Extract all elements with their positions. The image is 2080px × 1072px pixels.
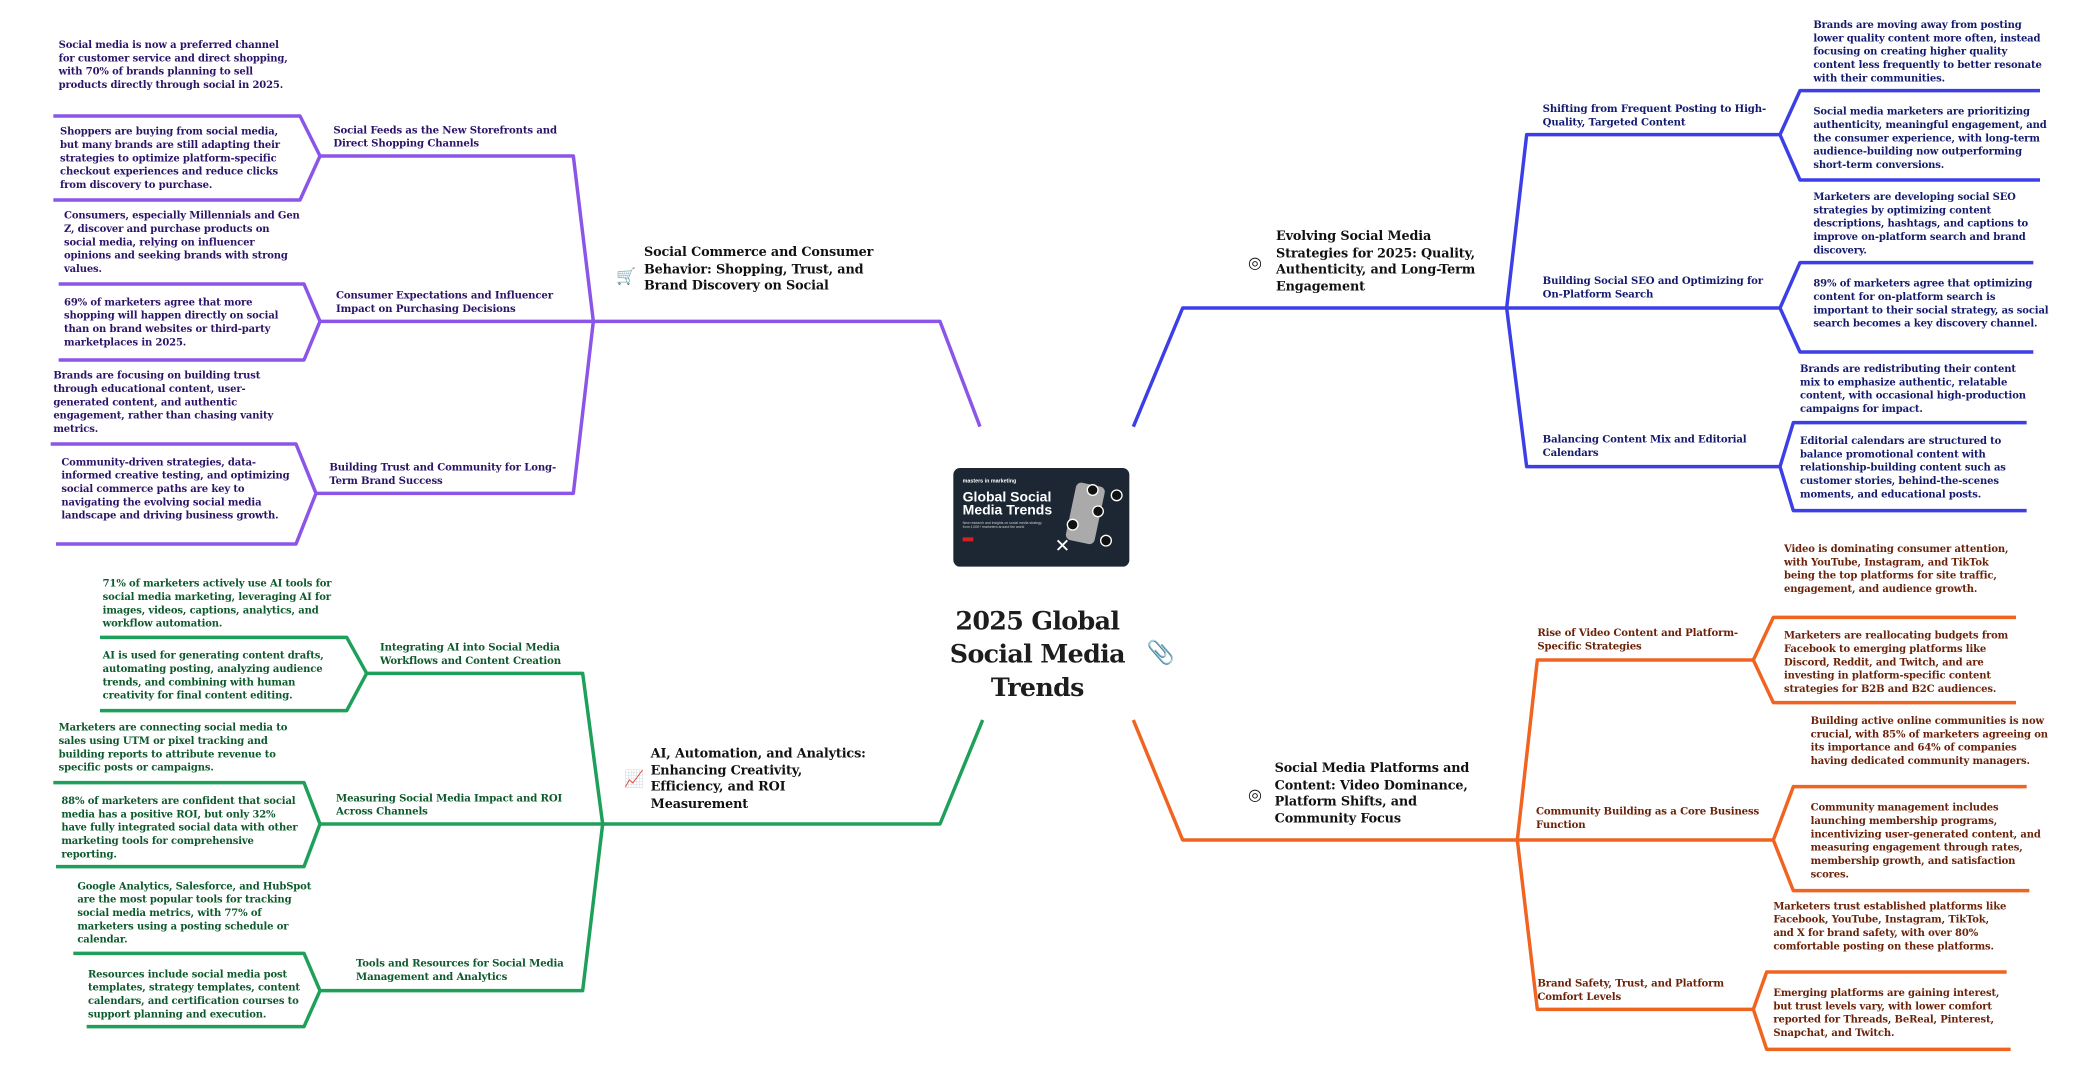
branch-lines-platforms <box>1131 615 2030 1052</box>
leaf-note[interactable]: Social media is now a preferred channel … <box>58 38 288 92</box>
chart-icon: 📈 <box>623 769 644 788</box>
leaf-note[interactable]: Video is dominating consumer attention, … <box>1783 542 2009 596</box>
cover-brand: masters in marketing <box>962 477 1017 484</box>
subtopic[interactable]: Building Trust and Community for Long-Te… <box>329 461 557 487</box>
subtopic[interactable]: Tools and Resources for Social Media Man… <box>355 957 564 983</box>
report-cover-image[interactable]: masters in marketing Global Social Media… <box>953 467 1130 567</box>
leaf-note[interactable]: Shoppers are buying from social media, b… <box>59 125 280 192</box>
main-topic-strategies[interactable]: Evolving Social Media Strategies for 202… <box>1275 229 1476 295</box>
leaf-note[interactable]: Consumers, especially Millennials and Ge… <box>63 209 300 276</box>
branch-lines-commerce <box>50 114 982 546</box>
leaf-note[interactable]: Community-driven strategies, data-inform… <box>61 455 290 522</box>
leaf-note[interactable]: Editorial calendars are structured to ba… <box>1799 434 2006 501</box>
leaf-note[interactable]: Building active online communities is no… <box>1810 714 2048 768</box>
central-topic-title[interactable]: 2025 Global Social Media Trends <box>949 606 1126 703</box>
branch-lines-ai <box>53 635 985 1029</box>
main-topic-commerce[interactable]: Social Commerce and Consumer Behavior: S… <box>643 245 874 294</box>
subtopic[interactable]: Consumer Expectations and Influencer Imp… <box>335 289 553 315</box>
leaf-note[interactable]: 89% of marketers agree that optimizing c… <box>1813 277 2049 330</box>
leaf-note[interactable]: Marketers are connecting social media to… <box>58 721 288 774</box>
subtopic[interactable]: Community Building as a Core Business Fu… <box>1535 805 1760 831</box>
paperclip-icon[interactable]: 📎 <box>1146 639 1175 667</box>
cover-subtitle: New research and insights on social medi… <box>962 521 1042 530</box>
leaf-note[interactable]: Marketers are reallocating budgets from … <box>1783 629 2009 696</box>
leaf-note[interactable]: Brands are focusing on building trust th… <box>53 369 274 436</box>
cover-tag <box>962 537 974 542</box>
cover-title: Global Social Media Trends <box>962 489 1053 519</box>
leaf-note[interactable]: Marketers are developing social SEO stra… <box>1813 190 2029 257</box>
leaf-note[interactable]: 69% of marketers agree that more shoppin… <box>63 295 279 349</box>
instagram-icon <box>1091 505 1104 518</box>
subtopic[interactable]: Social Feeds as the New Storefronts and … <box>333 123 557 150</box>
leaf-note[interactable]: Community management includes launching … <box>1810 801 2041 881</box>
pinterest-icon <box>1110 489 1123 502</box>
camera-icon <box>1099 534 1112 547</box>
branch-lines-strategies <box>1131 88 2040 513</box>
target-icon: ◎ <box>1247 253 1262 272</box>
tiktok-icon <box>1066 518 1079 531</box>
leaf-note[interactable]: Social media marketers are prioritizing … <box>1813 105 2047 172</box>
leaf-note[interactable]: Brands are redistributing their content … <box>1799 362 2026 416</box>
subtopic[interactable]: Rise of Video Content and Platform-Speci… <box>1537 626 1738 652</box>
leaf-note[interactable]: Google Analytics, Salesforce, and HubSpo… <box>77 879 312 946</box>
shopping-cart-icon: 🛒 <box>615 266 636 286</box>
main-topic-ai[interactable]: AI, Automation, and Analytics: Enhancing… <box>650 746 866 812</box>
subtopic[interactable]: Integrating AI into Social Media Workflo… <box>379 641 561 667</box>
target-icon: ◎ <box>1247 785 1262 804</box>
subtopic[interactable]: Measuring Social Media Impact and ROI Ac… <box>335 791 563 818</box>
subtopic[interactable]: Balancing Content Mix and Editorial Cale… <box>1542 433 1747 459</box>
facebook-icon <box>1086 483 1099 496</box>
leaf-note[interactable]: 88% of marketers are confident that soci… <box>61 794 298 861</box>
subtopic[interactable]: Building Social SEO and Optimizing for O… <box>1542 274 1764 300</box>
leaf-note[interactable]: Brands are moving away from posting lowe… <box>1813 18 2042 85</box>
subtopic[interactable]: Brand Safety, Trust, and Platform Comfor… <box>1537 977 1724 1003</box>
x-logo-icon: ✕ <box>1054 535 1071 558</box>
leaf-note[interactable]: Resources include social media post temp… <box>87 967 300 1021</box>
leaf-note[interactable]: AI is used for generating content drafts… <box>102 649 324 702</box>
leaf-note[interactable]: Marketers trust established platforms li… <box>1773 899 2007 953</box>
subtopic[interactable]: Shifting from Frequent Posting to High-Q… <box>1542 102 1767 128</box>
leaf-note[interactable]: 71% of marketers actively use AI tools f… <box>102 577 332 630</box>
leaf-note[interactable]: Emerging platforms are gaining interest,… <box>1773 986 2000 1040</box>
main-topic-platforms[interactable]: Social Media Platforms and Content: Vide… <box>1274 761 1470 827</box>
